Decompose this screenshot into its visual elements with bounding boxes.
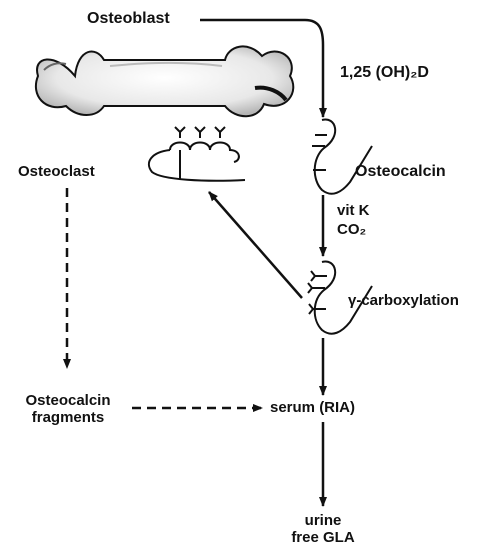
osteoblast-label: Osteoblast [87, 10, 170, 28]
vitamin-d-label: 1,25 (OH)₂D [340, 64, 429, 82]
carboxylation-to-bone-arrow [209, 192, 302, 298]
fragments-label-line2: fragments [14, 409, 122, 426]
gamma-carboxylation-label: γ-carboxylation [348, 292, 459, 309]
osteocalcin-label: Osteocalcin [355, 163, 446, 181]
vit-k-label: vit K [337, 202, 370, 219]
serum-label: serum (RIA) [270, 399, 355, 416]
urine-label-line1: urine [273, 512, 373, 529]
bone-icon [36, 46, 293, 116]
fragments-label-line1: Osteocalcin [14, 392, 122, 409]
bound-osteocalcin-icon [149, 127, 245, 181]
osteocalcin-icon [312, 119, 372, 193]
fragments-label: Osteocalcin fragments [14, 392, 122, 427]
co2-label: CO₂ [337, 221, 366, 238]
urine-label: urine free GLA [273, 512, 373, 547]
urine-label-line2: free GLA [273, 529, 373, 546]
osteoclast-label: Osteoclast [18, 163, 95, 180]
